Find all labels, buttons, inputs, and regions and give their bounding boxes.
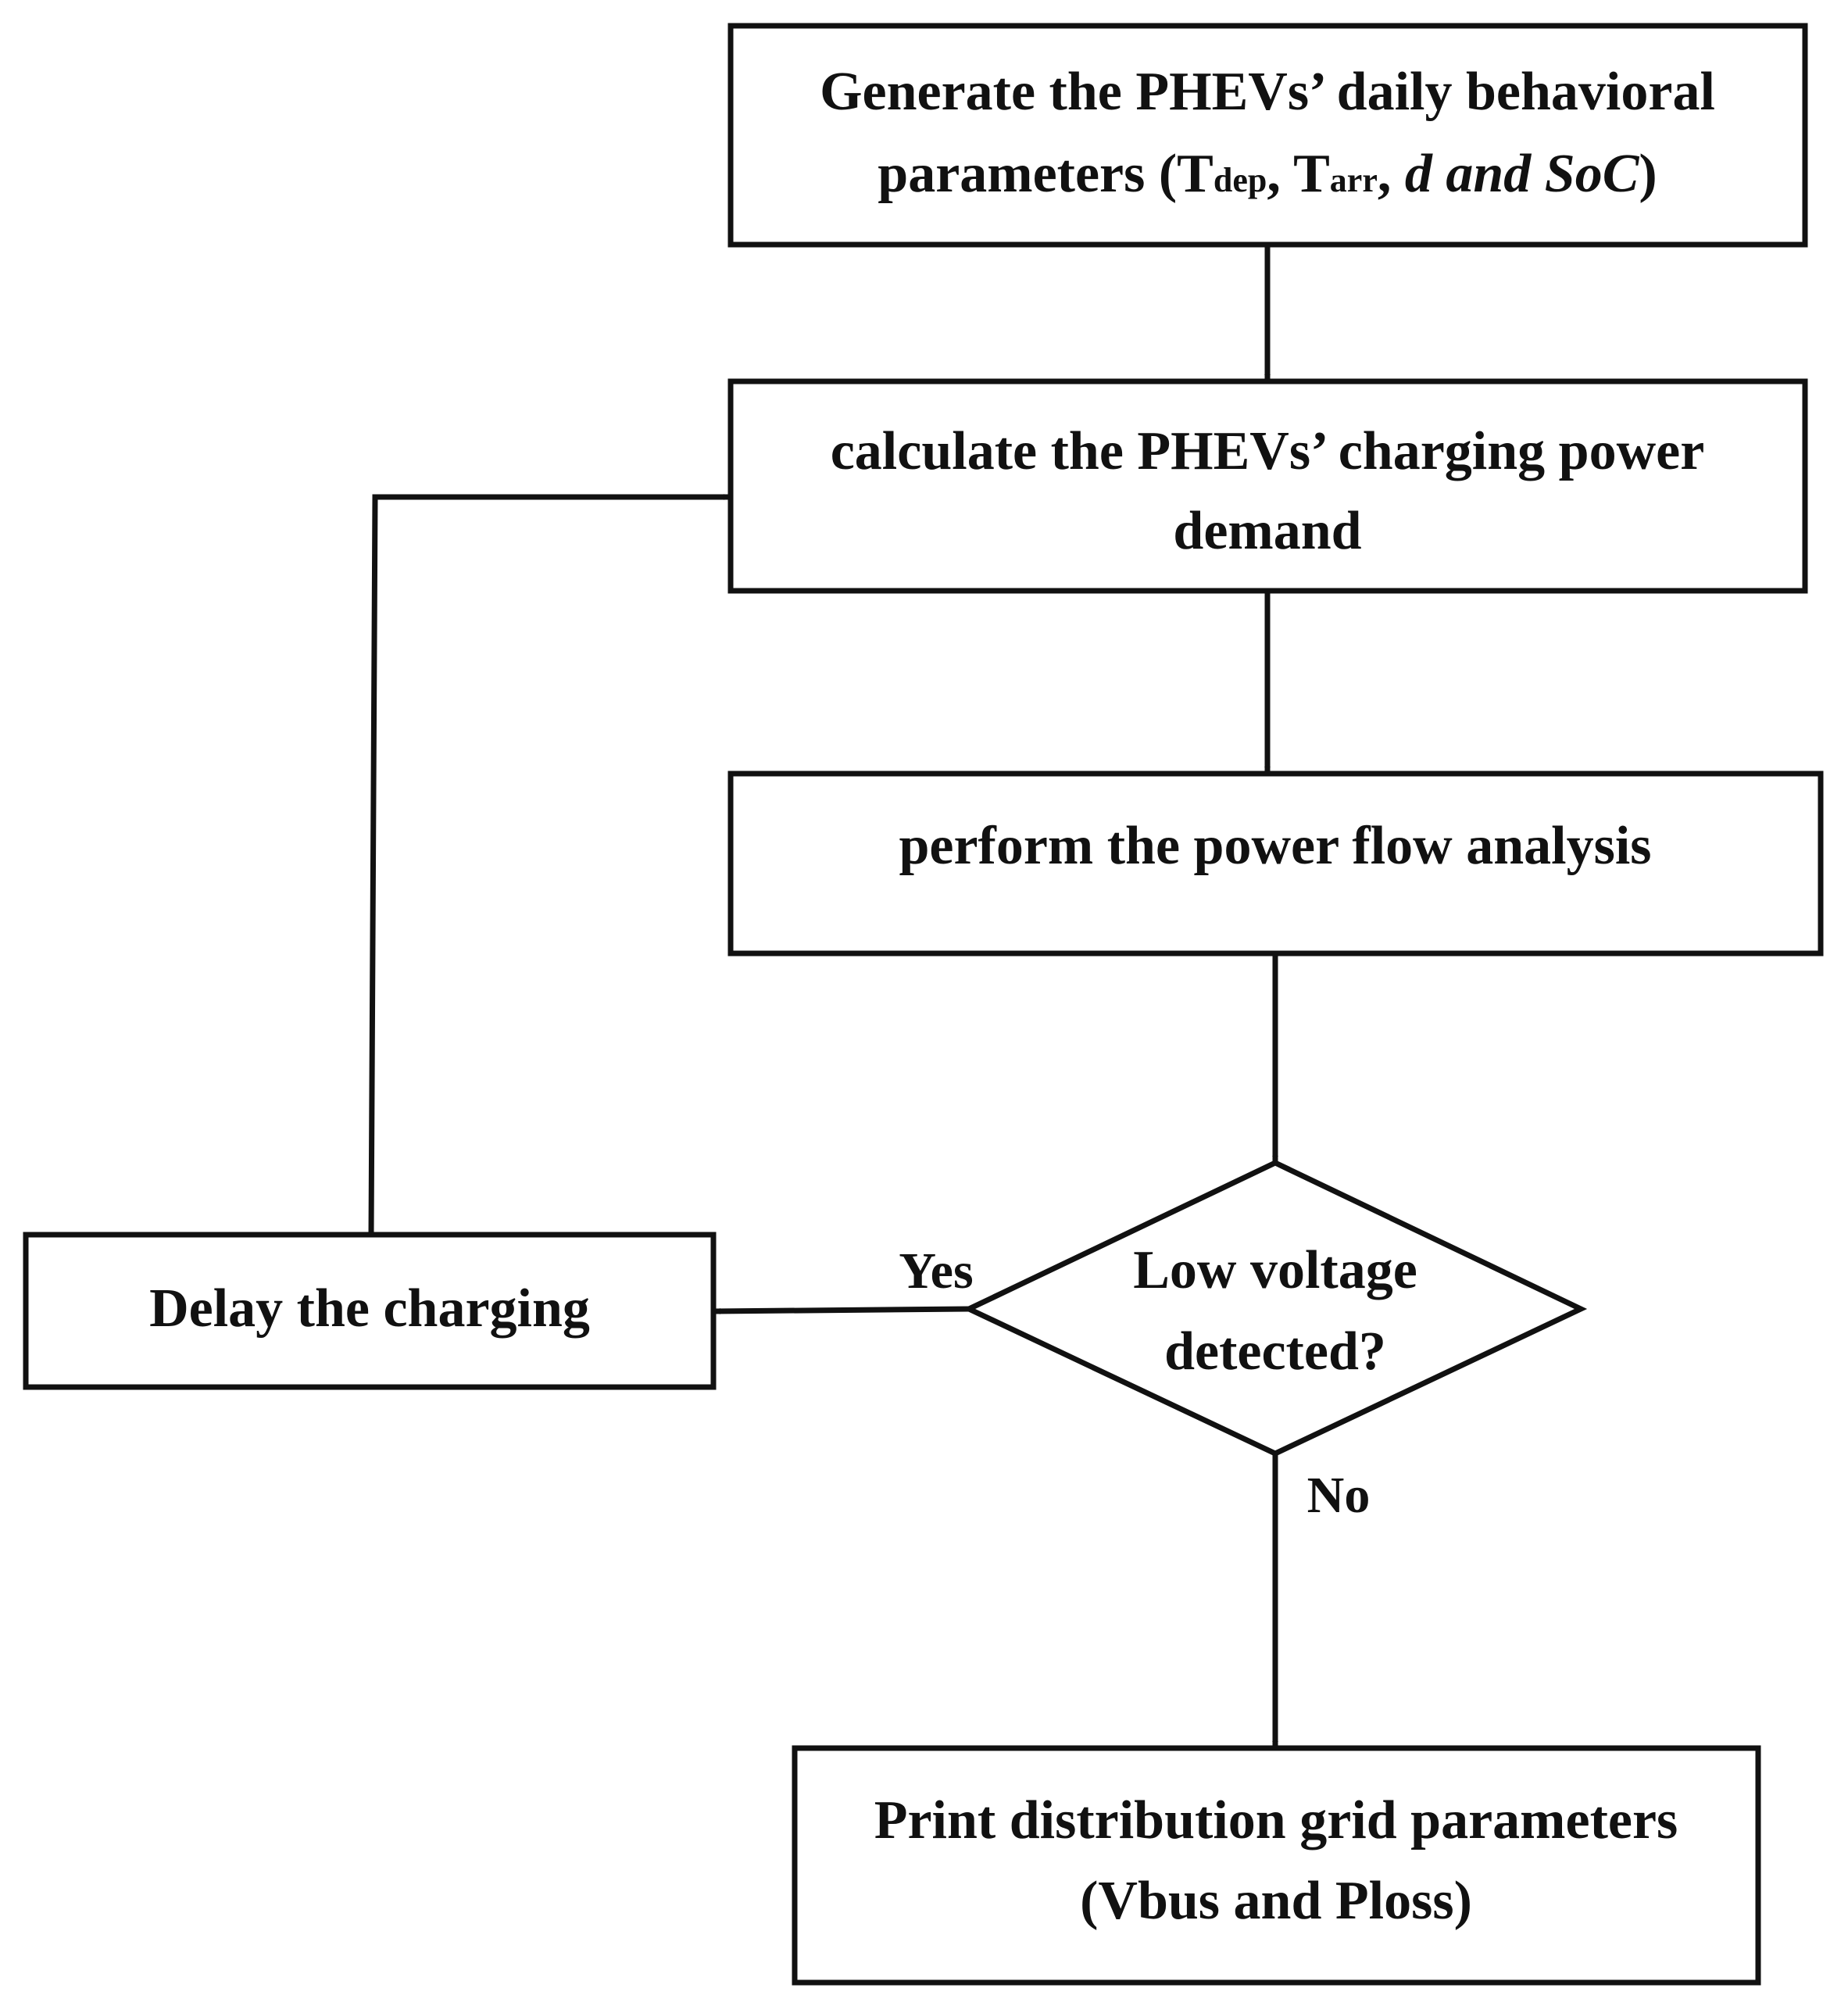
low-voltage-decision-line2: detected?	[1164, 1321, 1386, 1382]
print-parameters-box	[792, 1745, 1761, 1986]
low-voltage-decision-node: Low voltage detected?	[962, 1160, 1588, 1457]
calculate-demand-box	[727, 378, 1808, 594]
print-parameters-line2: (Vbus and Ploss)	[1080, 1871, 1472, 1931]
print-parameters-line1: Print distribution grid parameters	[874, 1790, 1678, 1850]
calculate-demand-line1: calculate the PHEVs’ charging power	[831, 421, 1705, 481]
calculate-demand-node: calculate the PHEVs’ charging power dema…	[727, 378, 1808, 594]
low-voltage-decision-line1: Low voltage	[1133, 1240, 1417, 1300]
edge-label-no: No	[1307, 1467, 1371, 1524]
power-flow-node: perform the power flow analysis	[727, 771, 1824, 957]
generate-parameters-line2: parameters (Tdep, Tarr, d and SoC)	[878, 144, 1657, 204]
delay-charging-node: Delay the charging	[23, 1232, 717, 1390]
generate-parameters-line1: Generate the PHEVs’ daily behavioral	[820, 62, 1715, 122]
arrow-decision-to-delay	[714, 1306, 970, 1314]
low-voltage-decision-diamond	[962, 1160, 1588, 1457]
generate-parameters-box	[727, 23, 1808, 248]
arrow-delay-to-calculate	[368, 494, 730, 1235]
delay-charging-line1: Delay the charging	[149, 1278, 590, 1339]
edge-label-yes: Yes	[899, 1243, 973, 1300]
power-flow-box	[727, 771, 1824, 957]
delay-charging-box	[23, 1232, 717, 1390]
power-flow-line1: perform the power flow analysis	[899, 816, 1651, 876]
calculate-demand-line2: demand	[1173, 501, 1361, 561]
generate-parameters-node: Generate the PHEVs’ daily behavioral par…	[727, 23, 1808, 248]
print-parameters-node: Print distribution grid parameters (Vbus…	[792, 1745, 1761, 1986]
